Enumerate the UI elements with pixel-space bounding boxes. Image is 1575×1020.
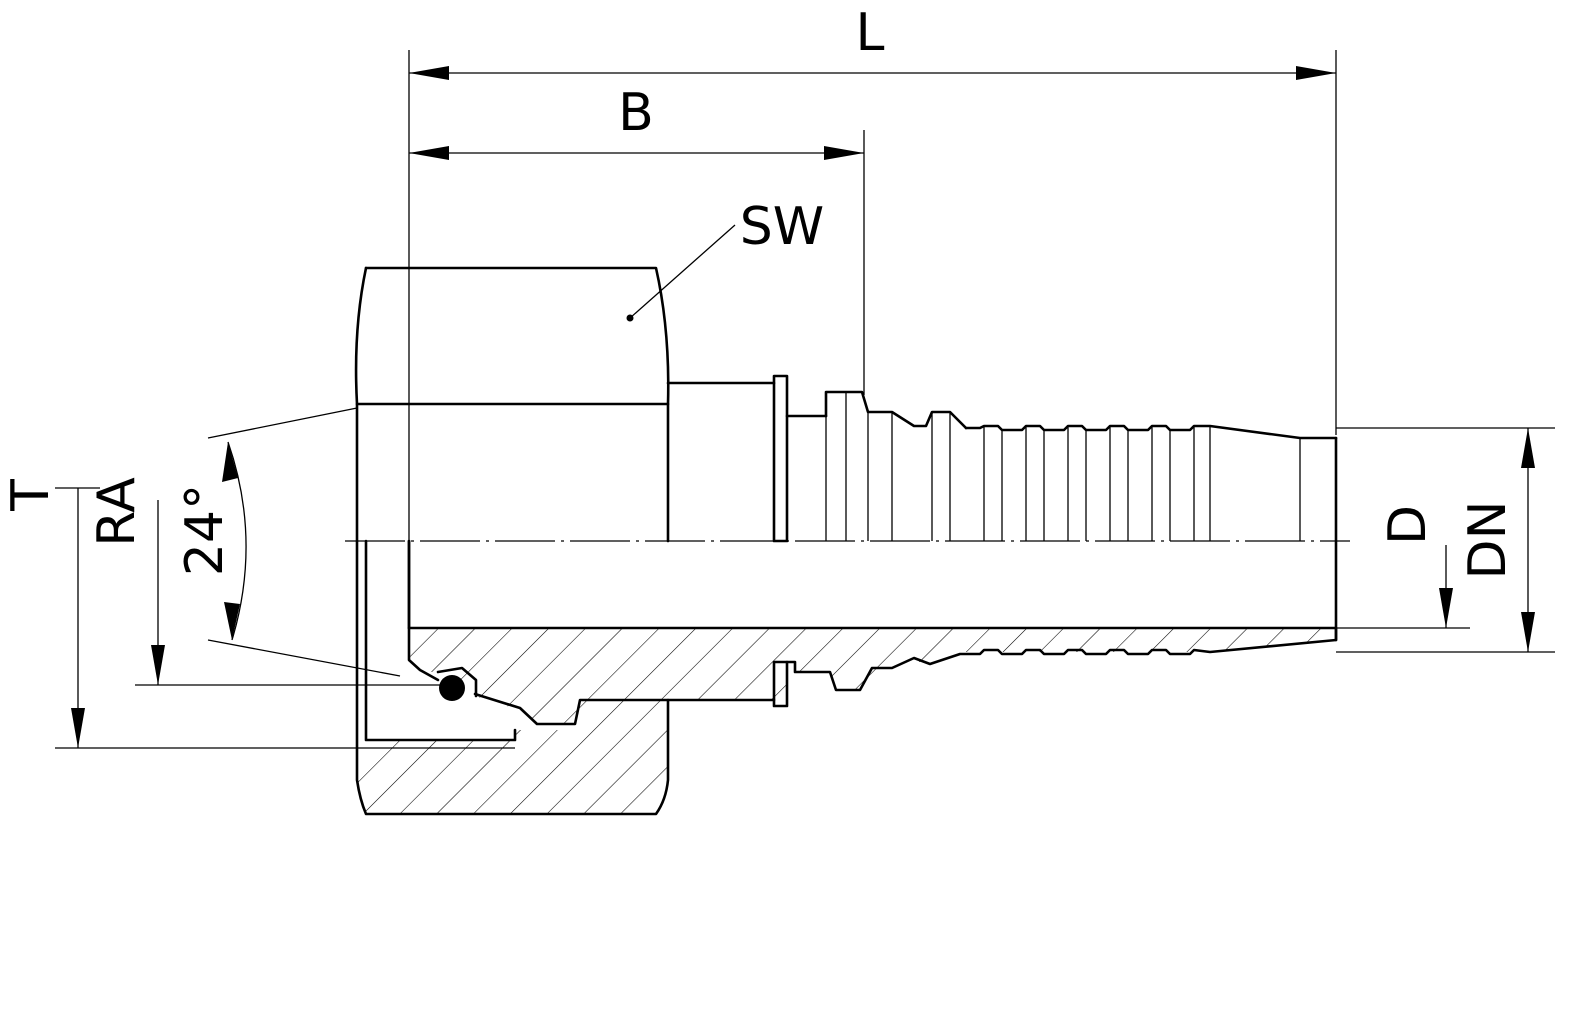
label-L: L (856, 3, 885, 63)
lower-half-section (355, 539, 1338, 816)
label-B: B (618, 83, 654, 143)
o-ring (439, 675, 465, 701)
label-RA: RA (87, 477, 147, 547)
dimension-labels: L B SW T RA 24° D DN (1, 3, 1518, 579)
label-DN: DN (1458, 501, 1518, 580)
label-D: D (1378, 505, 1438, 545)
upper-half-view (354, 266, 1338, 642)
label-angle: 24° (175, 484, 235, 576)
label-SW: SW (740, 197, 824, 257)
dimension-lines (55, 50, 1555, 749)
label-T: T (1, 479, 61, 512)
